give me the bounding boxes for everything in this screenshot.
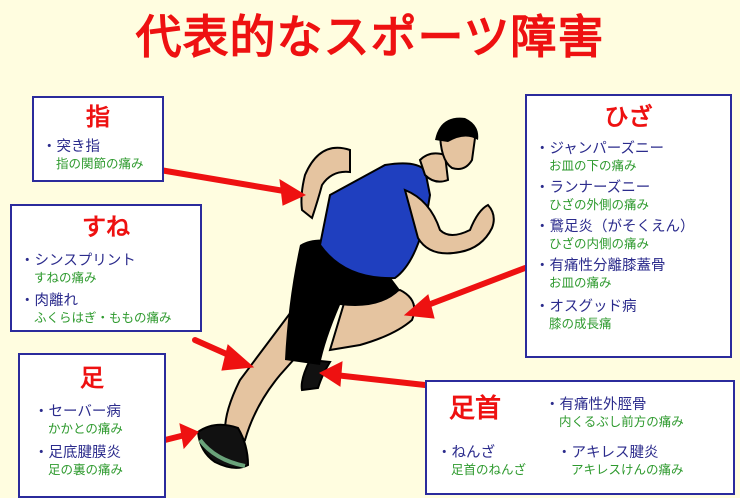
finger-heading: 指 (86, 103, 110, 131)
foot-item: セーバー病 かかとの痛み (34, 403, 164, 436)
knee-box: ひざ ジャンパーズニー お皿の下の痛み ランナーズニー ひざの外側の痛み 鵞足炎… (525, 94, 732, 358)
arrow-ankle (332, 372, 428, 388)
knee-item: ジャンパーズニー お皿の下の痛み (535, 140, 730, 173)
knee-heading: ひざ (604, 103, 653, 131)
runner-front-arm (403, 188, 495, 255)
arrow-finger (157, 167, 293, 195)
runner-shoe (196, 423, 250, 469)
shin-box: すね シンスプリント すねの痛み 肉離れ ふくらはぎ・ももの痛み (10, 204, 202, 332)
shin-heading: すね (82, 213, 130, 241)
knee-item: 鵞足炎（がそくえん） ひざの内側の痛み (535, 218, 730, 251)
knee-item: オスグッド病 膝の成長痛 (535, 298, 730, 331)
ankle-box: 足首 有痛性外脛骨 内くるぶし前方の痛み ねんざ 足首のねんざ アキレス腱炎 ア… (425, 380, 735, 495)
shin-item: 肉離れ ふくらはぎ・ももの痛み (20, 292, 200, 325)
foot-heading: 足 (80, 364, 104, 392)
foot-item: 足底腱膜炎 足の裏の痛み (34, 444, 164, 477)
ankle-item: アキレス腱炎 アキレスけんの痛み (557, 444, 684, 477)
knee-item: ランナーズニー ひざの外側の痛み (535, 179, 730, 212)
ankle-heading: 足首 (449, 394, 502, 424)
knee-item: 有痛性分離膝蓋骨 お皿の痛み (535, 257, 730, 290)
finger-item: 突き指 指の関節の痛み (42, 138, 162, 171)
arrow-knee (417, 265, 528, 311)
ankle-item: ねんざ 足首のねんざ (437, 444, 526, 477)
page-title: 代表的なスポーツ障害 (135, 10, 605, 64)
runner-back-arm (300, 146, 351, 220)
runner-shirt (318, 162, 432, 280)
shin-item: シンスプリント すねの痛み (20, 252, 200, 285)
foot-box: 足 セーバー病 かかとの痛み 足底腱膜炎 足の裏の痛み (18, 353, 166, 498)
finger-box: 指 突き指 指の関節の痛み (32, 96, 164, 182)
ankle-item: 有痛性外脛骨 内くるぶし前方の痛み (545, 396, 684, 429)
runner-hair (435, 117, 479, 142)
